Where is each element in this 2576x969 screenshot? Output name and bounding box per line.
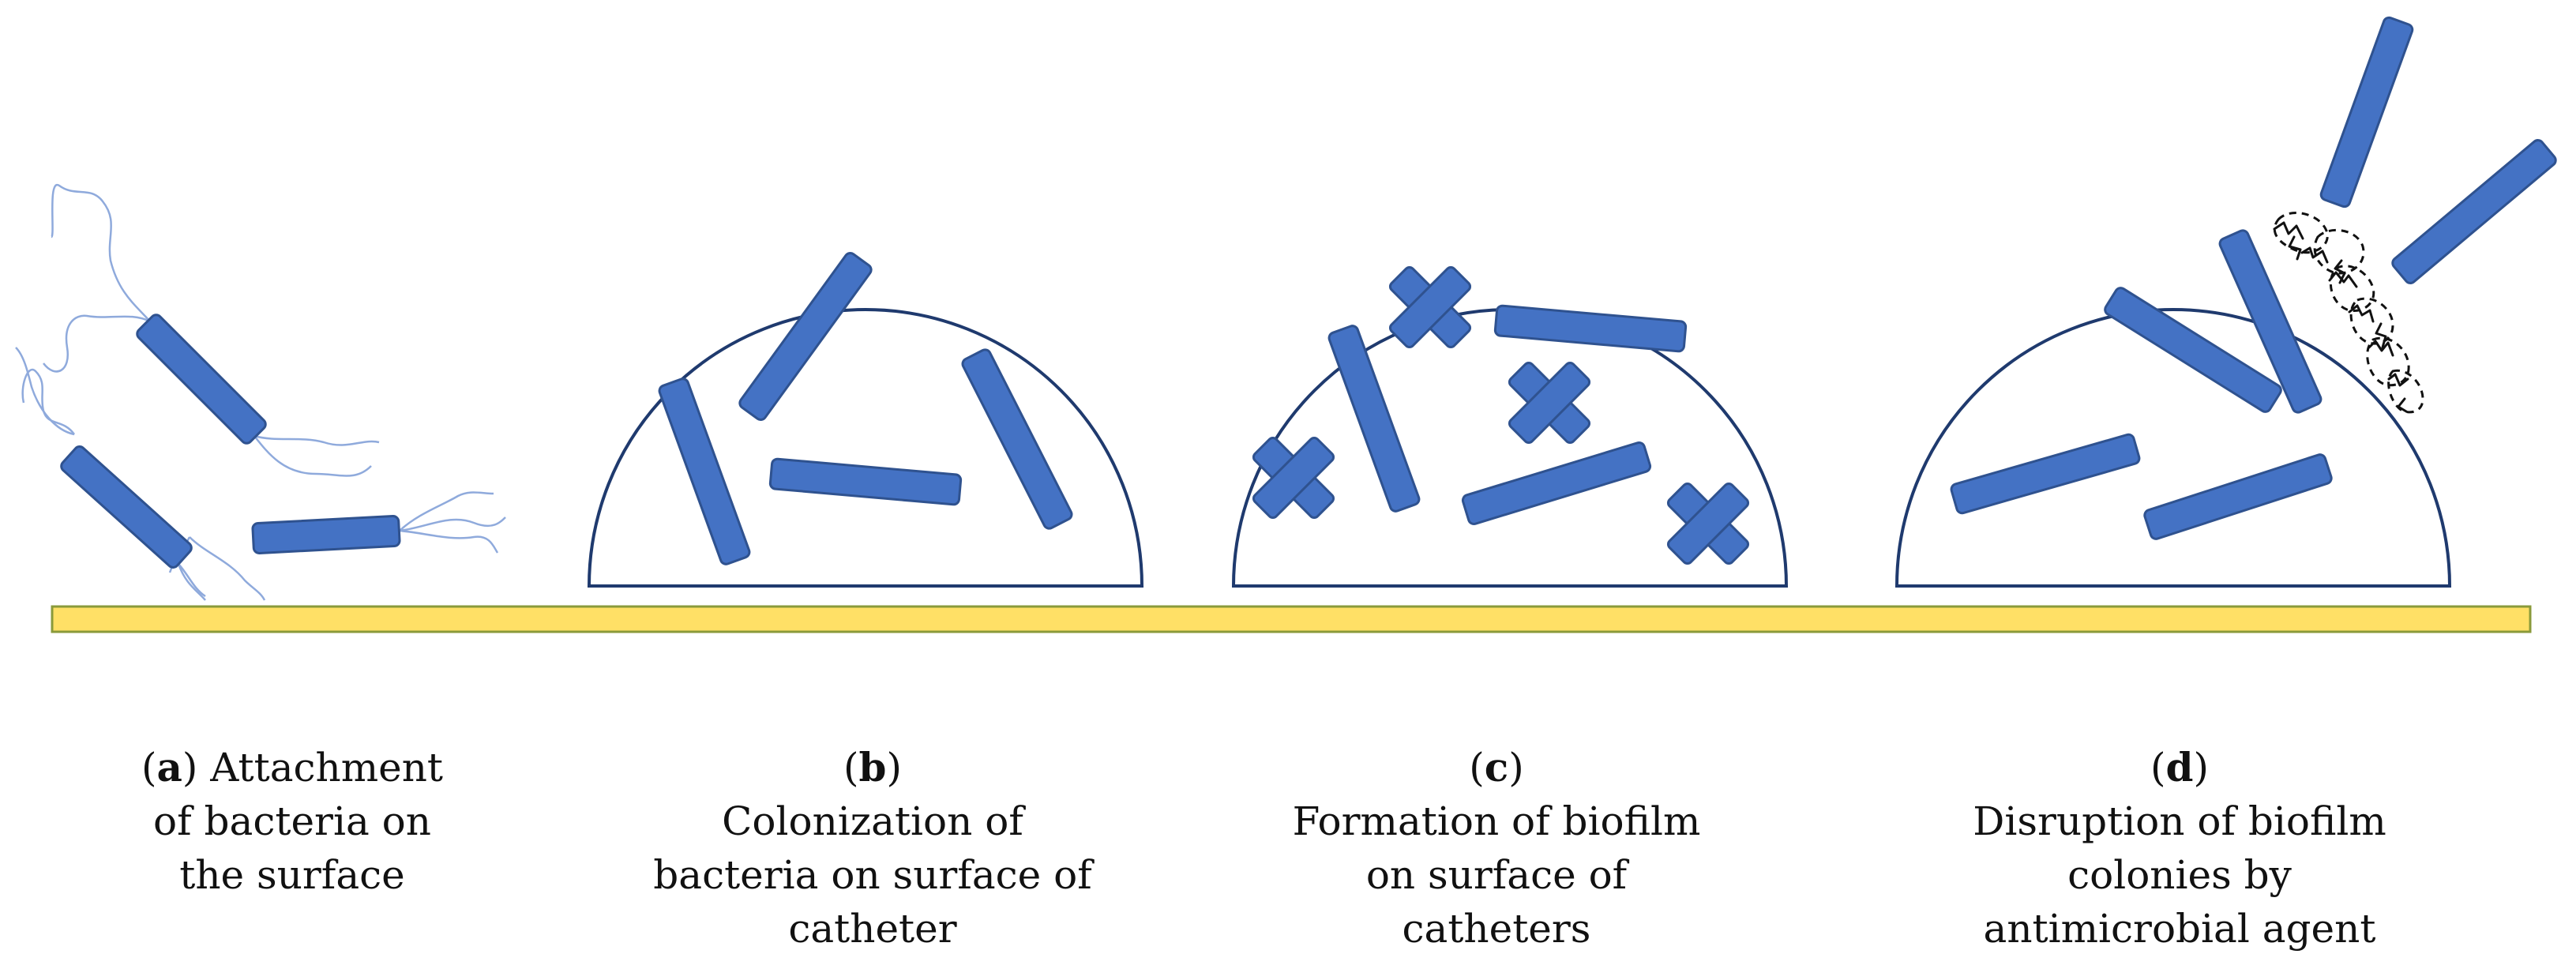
caption-d-line-2: Disruption of biofilm bbox=[1973, 798, 2386, 844]
disruption-blob-2 bbox=[2313, 229, 2365, 275]
caption-d: (d) Disruption of biofilm colonies by an… bbox=[1943, 741, 2416, 956]
rod-bacterium-a-1 bbox=[136, 314, 267, 445]
rod-bacterium-d-15 bbox=[2319, 16, 2414, 208]
caption-a-line-3: the surface bbox=[179, 852, 405, 898]
panel-letter-b: b bbox=[858, 744, 887, 791]
caption-a: (a) Attachment of bacteria on the surfac… bbox=[126, 741, 458, 902]
disruption-mark-2 bbox=[2300, 246, 2329, 264]
rod-bacterium-d-13 bbox=[1950, 433, 2141, 515]
rod-bacterium-b-7 bbox=[961, 348, 1073, 530]
disruption-blob-1 bbox=[2273, 212, 2329, 254]
disruption-mark-8 bbox=[2334, 259, 2346, 284]
panel-letter-a: a bbox=[156, 744, 182, 791]
rod-bacterium-d-16 bbox=[2391, 139, 2557, 284]
rod-bacterium-b-4 bbox=[738, 252, 873, 421]
rod-bacterium-a-3 bbox=[251, 515, 401, 554]
disruption-mark-3 bbox=[2328, 271, 2358, 288]
caption-b: (b) Colonization of bacteria on surface … bbox=[636, 741, 1110, 956]
caption-c-line-2: Formation of biofilm bbox=[1292, 798, 1701, 844]
flagellum-3 bbox=[253, 434, 380, 446]
caption-a-text-1: Attachment bbox=[210, 745, 444, 791]
coccus-cluster-3 bbox=[1252, 436, 1335, 520]
caption-c-line-1: (c) bbox=[1469, 744, 1524, 791]
disruption-mark-9 bbox=[2375, 322, 2387, 349]
flagellum-11 bbox=[399, 516, 506, 532]
flagellum-5 bbox=[21, 368, 76, 435]
biofilm-dome-d bbox=[1894, 308, 2452, 588]
caption-d-line-1: (d) bbox=[2150, 744, 2209, 791]
flagellum-2 bbox=[43, 314, 151, 373]
caption-b-line-4: catheter bbox=[788, 906, 957, 952]
disruption-mark-10 bbox=[2397, 397, 2408, 413]
coccus-arm-2 bbox=[1508, 361, 1591, 445]
rod-bacterium-d-12 bbox=[2218, 229, 2323, 414]
rod-bacterium-d-11 bbox=[2104, 287, 2282, 413]
bacteria-cells bbox=[60, 16, 2557, 569]
coccus-cluster-1 bbox=[1388, 265, 1472, 349]
coccus-arm-2 bbox=[1666, 482, 1750, 565]
rod-bacterium-d-14 bbox=[2143, 453, 2333, 540]
caption-a-line-2: of bacteria on bbox=[153, 798, 431, 844]
rod-bacterium-c-8 bbox=[1327, 325, 1421, 513]
disruption-mark-7 bbox=[2288, 235, 2302, 261]
caption-c-line-3: on surface of bbox=[1365, 852, 1628, 898]
rod-bacterium-c-9 bbox=[1493, 304, 1688, 353]
caption-d-line-3: colonies by bbox=[2067, 852, 2292, 898]
flagellum-8 bbox=[177, 563, 206, 601]
coccus-cluster-2 bbox=[1508, 361, 1591, 445]
flagellum-13 bbox=[399, 491, 494, 531]
disruption-mark-6 bbox=[2387, 373, 2409, 387]
coccus-arm-2 bbox=[1388, 265, 1472, 349]
caption-b-line-1: (b) bbox=[843, 744, 902, 791]
rod-bacterium-b-5 bbox=[658, 377, 751, 565]
panel-letter-d: d bbox=[2165, 744, 2194, 791]
caption-c: (c) Formation of biofilm on surface of c… bbox=[1260, 741, 1733, 956]
flagellum-7 bbox=[178, 563, 206, 598]
caption-c-line-4: catheters bbox=[1402, 906, 1591, 952]
catheter-surface bbox=[51, 605, 2532, 633]
disruption-mark-4 bbox=[2348, 304, 2375, 323]
caption-b-line-3: bacteria on surface of bbox=[653, 852, 1092, 898]
rod-bacterium-a-2 bbox=[60, 445, 193, 569]
rod-bacterium-c-10 bbox=[1461, 441, 1652, 526]
flagellum-12 bbox=[399, 529, 499, 554]
coccus-arm-2 bbox=[1252, 436, 1335, 520]
flagellum-9 bbox=[189, 536, 266, 601]
disruption-blob-5 bbox=[2366, 336, 2410, 387]
disruption-marks bbox=[2273, 212, 2424, 414]
caption-b-line-2: Colonization of bbox=[722, 798, 1023, 844]
caption-d-line-4: antimicrobial agent bbox=[1983, 906, 2376, 952]
disruption-mark-5 bbox=[2368, 340, 2394, 357]
flagellum-1 bbox=[50, 184, 151, 322]
disruption-blob-3 bbox=[2329, 265, 2375, 312]
coccus-cluster-4 bbox=[1666, 482, 1750, 565]
flagellum-4 bbox=[253, 435, 372, 477]
flagellum-6 bbox=[15, 347, 75, 436]
biofilm-dome-b bbox=[587, 308, 1144, 588]
caption-a-line-1: (a) Attachment bbox=[141, 744, 444, 791]
disruption-mark-1 bbox=[2273, 221, 2304, 240]
panel-letter-c: c bbox=[1484, 744, 1509, 791]
rod-bacterium-b-6 bbox=[768, 457, 963, 506]
